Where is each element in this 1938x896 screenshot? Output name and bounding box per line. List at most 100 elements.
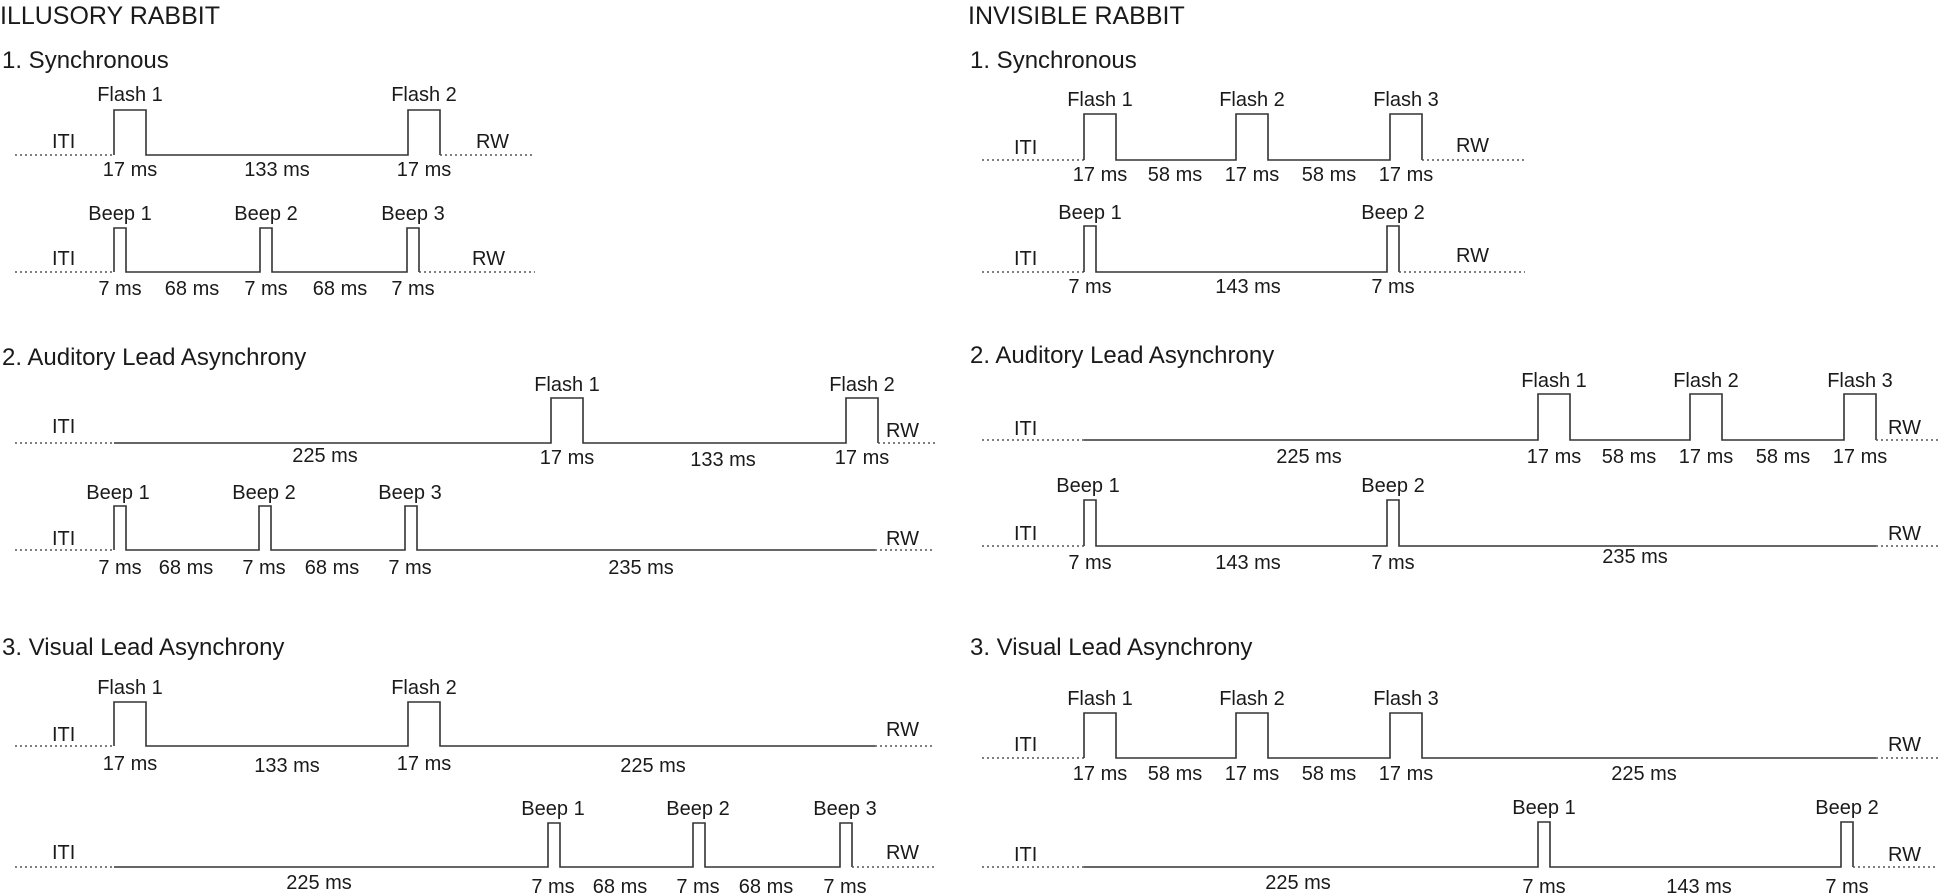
flash-waveform	[113, 109, 441, 156]
beep-waveform	[1083, 499, 1876, 547]
pulse-label: Flash 2	[1219, 688, 1285, 710]
iti-label: ITI	[52, 528, 75, 550]
rw-label: RW	[1456, 245, 1489, 267]
gap-duration: 68 ms	[313, 278, 367, 300]
rw-label: RW	[1456, 135, 1489, 157]
pulse-label: Beep 2	[1361, 475, 1424, 497]
pulse-duration: 7 ms	[1522, 876, 1565, 896]
section-title: 2. Auditory Lead Asynchrony	[970, 342, 1274, 369]
iti-label: ITI	[52, 416, 75, 438]
gap-duration: 68 ms	[159, 557, 213, 579]
pulse-label: Flash 2	[391, 84, 457, 106]
pulse-label: Beep 3	[381, 203, 444, 225]
pulse-duration: 17 ms	[1379, 763, 1433, 785]
gap-duration: 68 ms	[165, 278, 219, 300]
pulse-duration: 7 ms	[388, 557, 431, 579]
panel-title-illusory: ILLUSORY RABBIT	[0, 2, 220, 30]
pulse-label: Beep 3	[813, 798, 876, 820]
rw-label: RW	[886, 528, 919, 550]
gap-duration: 235 ms	[1602, 546, 1668, 568]
pulse-label: Beep 2	[666, 798, 729, 820]
flash-timeline: ITI RW Flash 1 Flash 2 Flash 3 225 ms 17…	[982, 370, 1938, 468]
beep-timeline: ITI RW Beep 1 Beep 2 Beep 3 7 ms 68 ms 7…	[15, 203, 535, 300]
gap-duration: 68 ms	[593, 876, 647, 896]
pulse-label: Flash 3	[1373, 89, 1439, 111]
pulse-label: Flash 1	[1067, 89, 1133, 111]
pulse-duration: 7 ms	[1825, 876, 1868, 896]
rw-label: RW	[1888, 734, 1921, 756]
pulse-duration: 7 ms	[391, 278, 434, 300]
gap-duration: 143 ms	[1215, 552, 1281, 574]
pulse-duration: 17 ms	[1225, 164, 1279, 186]
rw-label: RW	[886, 842, 919, 864]
pulse-duration: 7 ms	[1371, 552, 1414, 574]
gap-duration: 68 ms	[305, 557, 359, 579]
flash-waveform	[1084, 393, 1877, 441]
beep-timeline: ITI RW Beep 1 Beep 2 Beep 3 225 ms 7 ms …	[15, 798, 935, 896]
pulse-label: Beep 1	[86, 482, 149, 504]
section-title: 1. Synchronous	[970, 47, 1137, 74]
gap-duration: 225 ms	[1611, 763, 1677, 785]
pulse-label: Flash 2	[1673, 370, 1739, 392]
pulse-duration: 17 ms	[835, 447, 889, 469]
section-title: 1. Synchronous	[2, 47, 169, 74]
pulse-label: Flash 2	[391, 677, 457, 699]
pulse-duration: 17 ms	[1225, 763, 1279, 785]
pulse-duration: 17 ms	[540, 447, 594, 469]
rw-label: RW	[886, 719, 919, 741]
beep-waveform	[113, 227, 420, 273]
gap-duration: 133 ms	[690, 449, 756, 471]
section-title: 3. Visual Lead Asynchrony	[2, 634, 284, 661]
iti-label: ITI	[52, 248, 75, 270]
rw-label: RW	[472, 248, 505, 270]
pulse-duration: 17 ms	[103, 753, 157, 775]
pulse-label: Beep 1	[1058, 202, 1121, 224]
pulse-label: Flash 2	[829, 374, 895, 396]
gap-duration: 225 ms	[620, 755, 686, 777]
pulse-label: Beep 2	[1361, 202, 1424, 224]
pulse-duration: 17 ms	[1379, 164, 1433, 186]
pulse-label: Flash 1	[97, 677, 163, 699]
pulse-duration: 7 ms	[242, 557, 285, 579]
beep-waveform	[1083, 225, 1400, 273]
pulse-duration: 7 ms	[98, 278, 141, 300]
flash-timeline: ITI RW Flash 1 Flash 2 17 ms 133 ms 17 m…	[15, 677, 935, 777]
gap-duration: 68 ms	[739, 876, 793, 896]
gap-duration: 133 ms	[244, 159, 310, 181]
pulse-label: Beep 2	[1815, 797, 1878, 819]
rw-label: RW	[476, 131, 509, 153]
beep-timeline: ITI RW Beep 1 Beep 2 7 ms 143 ms 7 ms 23…	[982, 475, 1938, 574]
pulse-label: Flash 3	[1827, 370, 1893, 392]
pulse-label: Beep 2	[234, 203, 297, 225]
pulse-label: Beep 1	[1056, 475, 1119, 497]
rw-label: RW	[886, 420, 919, 442]
pulse-label: Beep 1	[1512, 797, 1575, 819]
pulse-label: Flash 1	[1521, 370, 1587, 392]
rw-label: RW	[1888, 844, 1921, 866]
rw-label: RW	[1888, 523, 1921, 545]
gap-duration: 143 ms	[1215, 276, 1281, 298]
pulse-label: Beep 2	[232, 482, 295, 504]
gap-duration: 58 ms	[1756, 446, 1810, 468]
pulse-duration: 17 ms	[1679, 446, 1733, 468]
beep-waveform	[113, 505, 875, 551]
gap-duration: 143 ms	[1666, 876, 1732, 896]
panel-title-invisible: INVISIBLE RABBIT	[968, 2, 1185, 30]
pulse-duration: 7 ms	[531, 876, 574, 896]
gap-duration: 58 ms	[1148, 763, 1202, 785]
pulse-duration: 17 ms	[1527, 446, 1581, 468]
iti-label: ITI	[1014, 137, 1037, 159]
flash-timeline: ITI RW Flash 1 Flash 2 Flash 3 17 ms 58 …	[982, 688, 1938, 785]
flash-waveform	[1083, 712, 1876, 759]
pulse-label: Flash 1	[97, 84, 163, 106]
pulse-duration: 17 ms	[1073, 164, 1127, 186]
rw-label: RW	[1888, 417, 1921, 439]
flash-waveform	[114, 397, 879, 444]
gap-duration: 225 ms	[286, 872, 352, 894]
beep-timeline: ITI RW Beep 1 Beep 2 7 ms 143 ms 7 ms	[982, 202, 1525, 298]
pulse-label: Flash 3	[1373, 688, 1439, 710]
beep-waveform	[114, 822, 853, 868]
pulse-label: Beep 1	[521, 798, 584, 820]
beep-waveform	[1084, 821, 1854, 868]
